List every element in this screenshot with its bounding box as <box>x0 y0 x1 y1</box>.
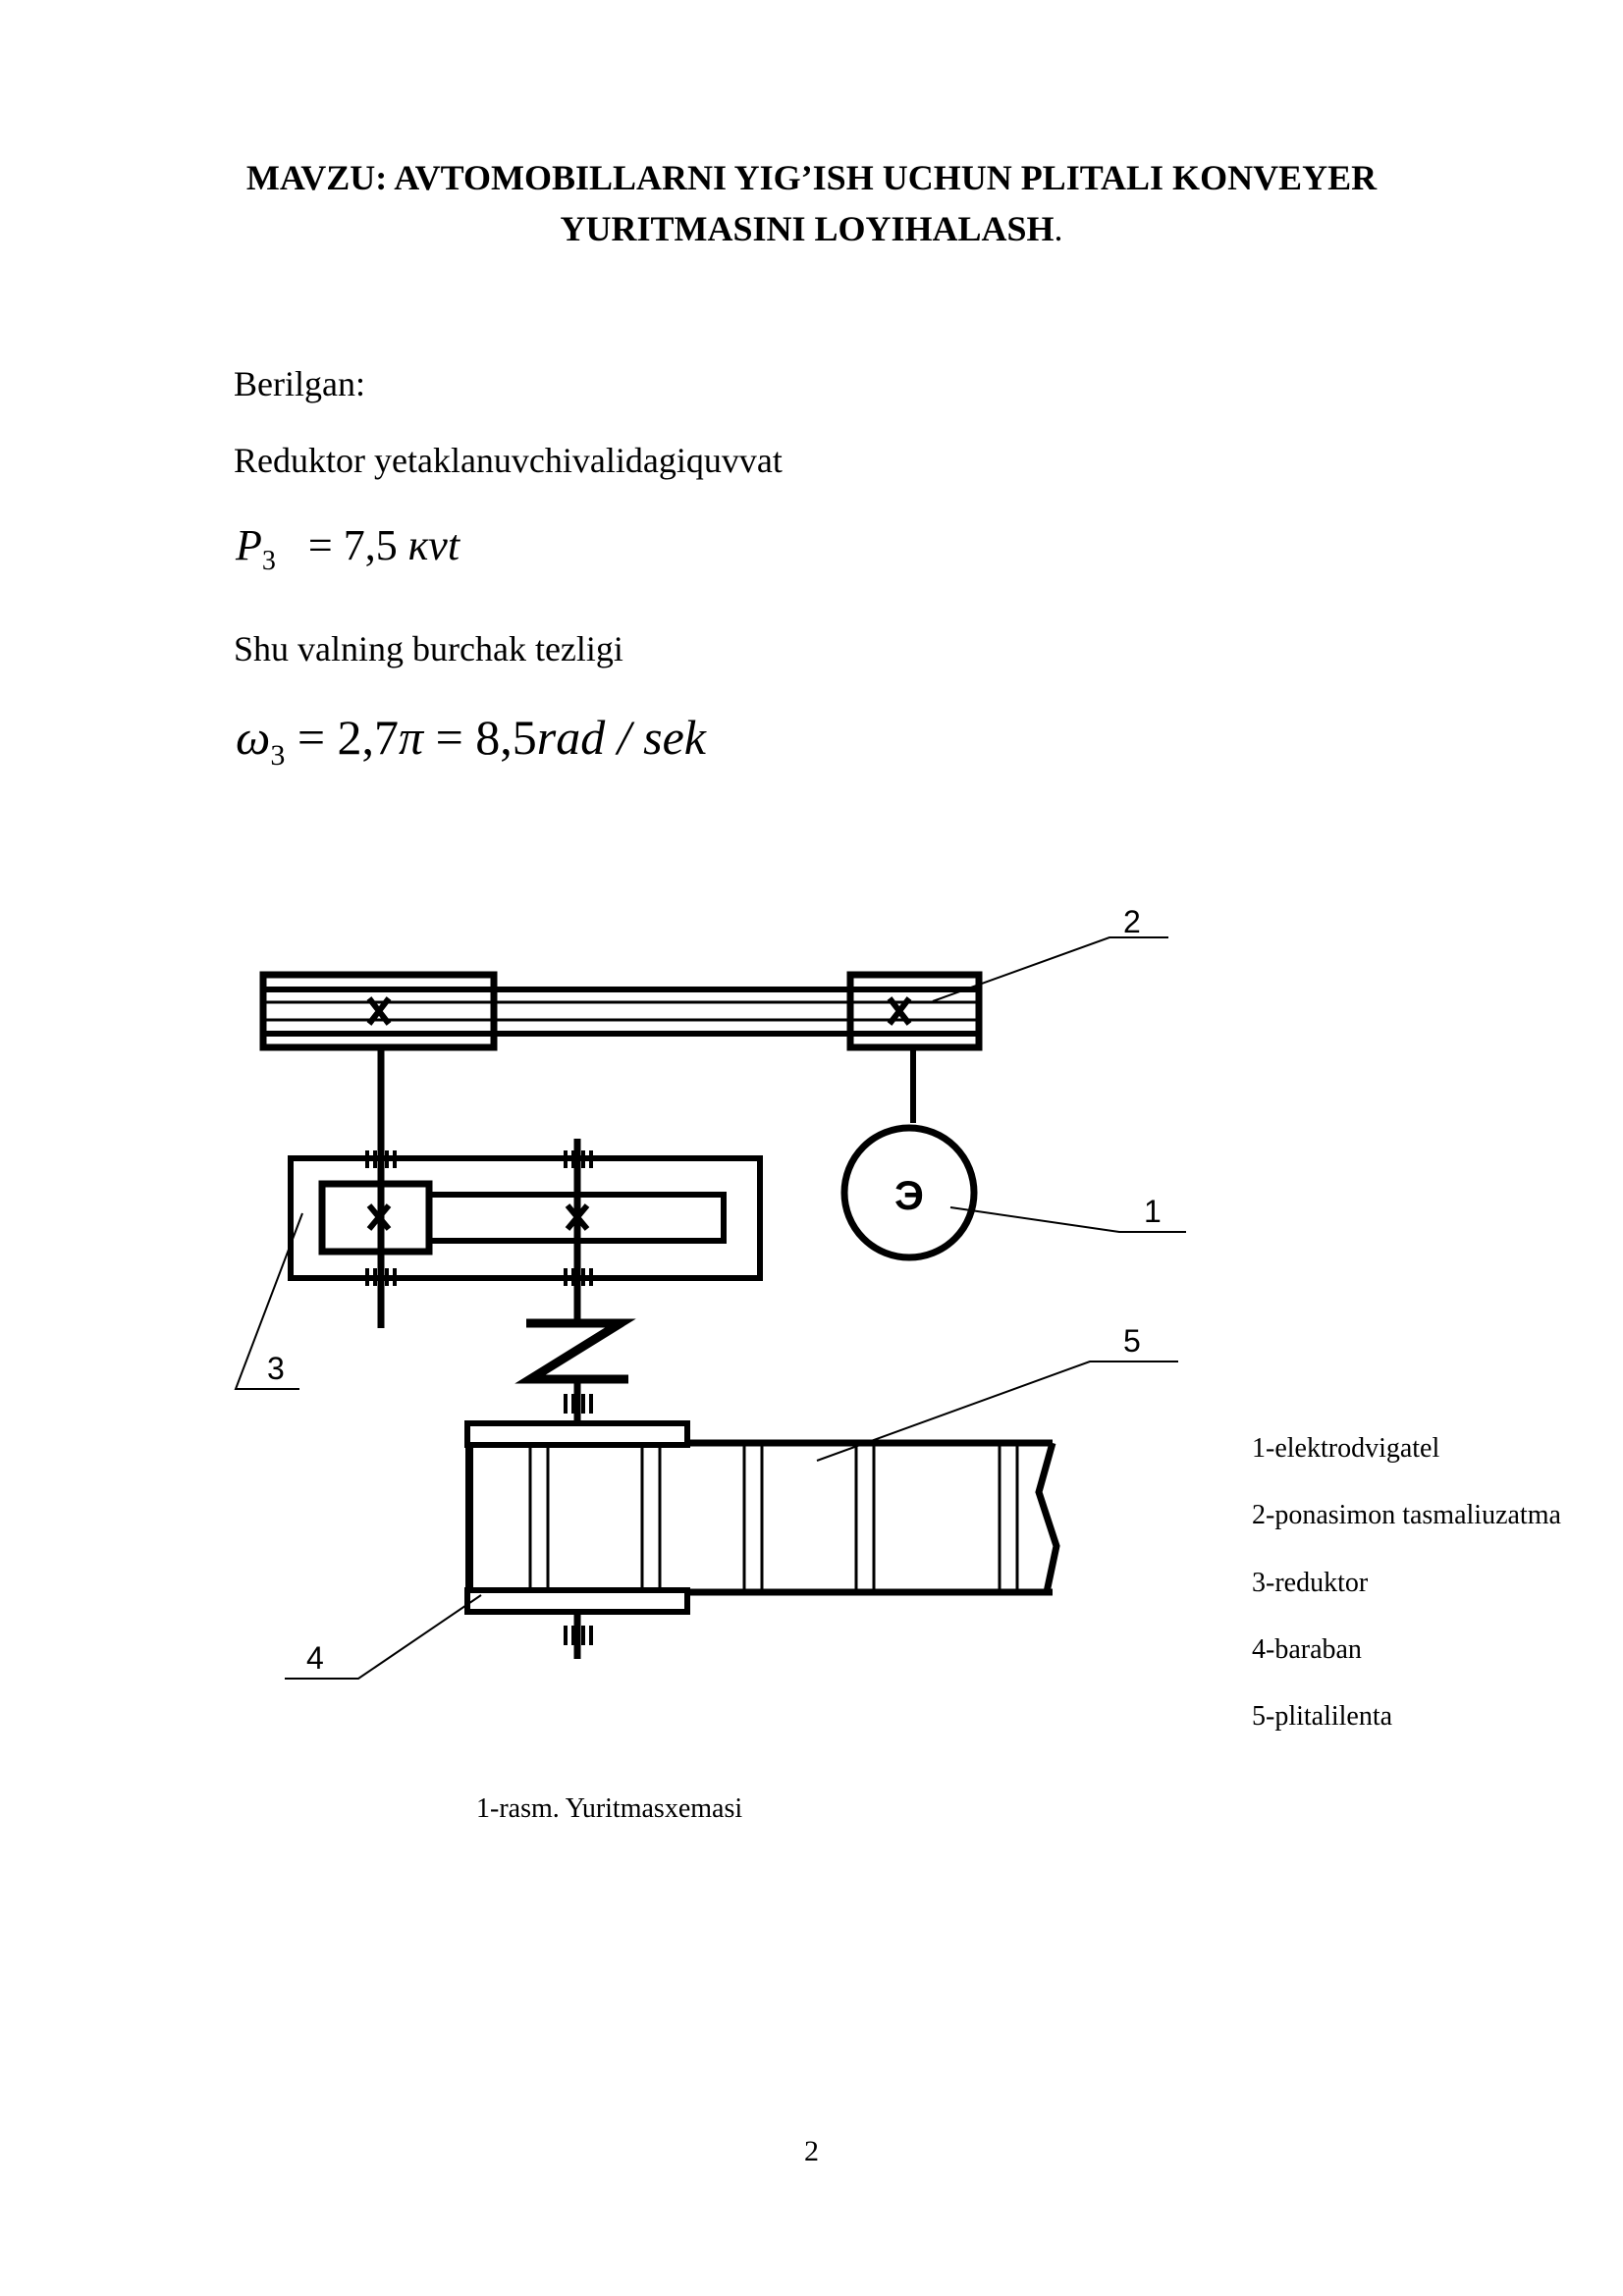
speed-symbol: ω <box>236 710 271 765</box>
power-label: Reduktor yetaklanuvchivalidagiquvvat <box>234 441 783 480</box>
reducer <box>288 1150 763 1286</box>
coupling <box>514 1318 636 1384</box>
given-heading: Berilgan: <box>234 364 365 403</box>
motor-letter: Э <box>894 1172 924 1218</box>
title-line-2-bold: YURITMASINI LOYIHALASH <box>560 209 1055 248</box>
bearing-x-icon <box>366 996 392 1026</box>
legend-item-2: 2-ponasimon tasmaliuzatma <box>1252 1500 1561 1530</box>
callout-5: 5 <box>1123 1323 1141 1359</box>
title-line-2: YURITMASINI LOYIHALASH. <box>0 203 1623 254</box>
speed-subscript: 3 <box>270 739 286 772</box>
speed-unit: rad / sek <box>536 710 706 765</box>
pi-symbol: π <box>399 710 424 765</box>
page-title: MAVZU: AVTOMOBILLARNI YIG’ISH UCHUN PLIT… <box>0 152 1623 254</box>
callout-4: 4 <box>306 1640 324 1676</box>
speed-value-2: = 8,5 <box>435 710 537 765</box>
power-unit: кvt <box>407 521 460 569</box>
speed-value-1: = 2,7 <box>297 710 400 765</box>
drum <box>464 1420 690 1659</box>
speed-formula: ω3 = 2,7π = 8,5rad / sek <box>236 709 706 773</box>
leader-lines <box>234 936 1186 1680</box>
callout-numbers: 2 1 3 4 5 <box>267 904 1162 1676</box>
electric-motor <box>840 1124 978 1261</box>
speed-label: Shu valning burchak tezligi <box>234 629 623 668</box>
power-symbol: P <box>236 521 262 569</box>
callout-3: 3 <box>267 1351 285 1386</box>
plate-belt <box>528 1439 1060 1596</box>
legend-item-4: 4-baraban <box>1252 1634 1362 1665</box>
power-formula: P3 = 7,5 кvt <box>236 520 460 577</box>
bearing-x-icon <box>366 1203 392 1231</box>
figure-caption: 1-rasm. Yuritmasxemasi <box>476 1793 743 1824</box>
callout-2: 2 <box>1123 904 1141 939</box>
callout-1: 1 <box>1144 1194 1162 1229</box>
legend-item-1: 1-elektrodvigatel <box>1252 1433 1440 1464</box>
legend-item-3: 3-reduktor <box>1252 1568 1369 1598</box>
belt-drive <box>259 971 983 1051</box>
power-value: = 7,5 <box>307 521 398 569</box>
title-line-1: MAVZU: AVTOMOBILLARNI YIG’ISH UCHUN PLIT… <box>245 158 1378 197</box>
page-number: 2 <box>804 2135 819 2167</box>
bearing-x-icon <box>887 996 912 1026</box>
power-subscript: 3 <box>261 545 276 576</box>
title-line-2-tail: . <box>1054 209 1063 248</box>
legend-item-5: 5-plitalilenta <box>1252 1701 1393 1732</box>
